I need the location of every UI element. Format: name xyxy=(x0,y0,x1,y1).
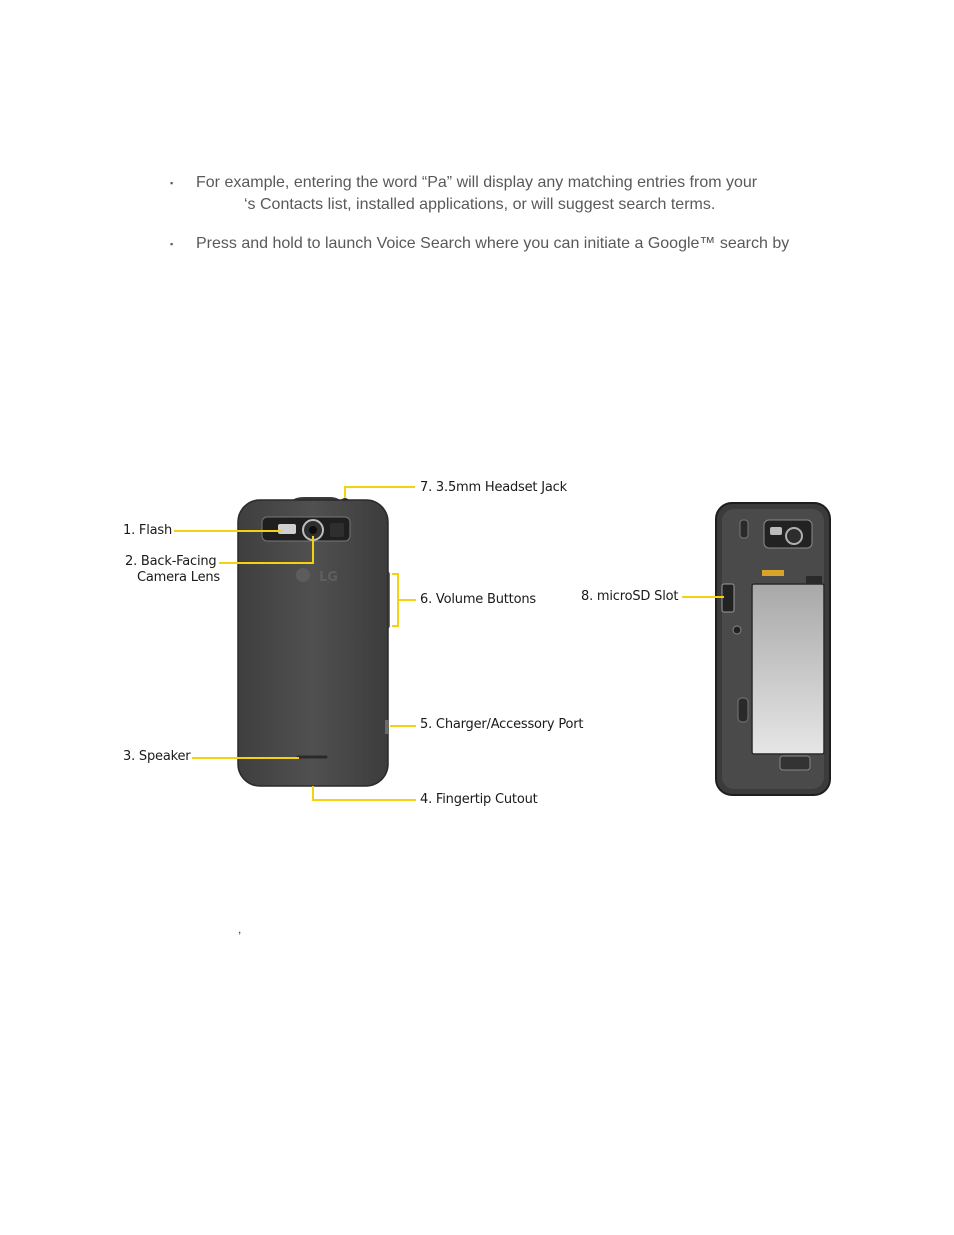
flash-icon xyxy=(278,524,296,534)
callout-camera-line-2: Camera Lens xyxy=(137,570,220,585)
callout-camera-line-1: 2. Back-Facing xyxy=(125,554,217,569)
lg-logo-icon xyxy=(296,568,310,582)
callout-line-fingertip xyxy=(312,786,416,801)
bullet-1-line-1: For example, entering the word “Pa” will… xyxy=(196,174,758,191)
battery-compartment xyxy=(751,583,825,755)
charger-port-icon xyxy=(385,720,389,734)
callout-lines xyxy=(174,486,724,801)
lg-logo-text: LG xyxy=(319,570,338,585)
callout-line-volume-bracket xyxy=(392,573,399,627)
callout-fingertip-cutout: 4. Fingertip Cutout xyxy=(420,792,538,807)
callout-speaker: 3. Speaker xyxy=(123,749,191,764)
phone-open-view xyxy=(715,502,831,796)
bullet-1-line-2: ‘s Contacts list, installed applications… xyxy=(244,196,716,213)
callout-volume-buttons: 6. Volume Buttons xyxy=(420,592,536,607)
callout-flash: 1. Flash xyxy=(123,523,173,538)
stray-mark: , xyxy=(238,922,242,936)
callout-line-camera xyxy=(219,536,314,564)
callout-microsd-slot: 8. microSD Slot xyxy=(581,589,679,604)
bullet-marker: ▪ xyxy=(170,239,174,249)
callout-line-headset xyxy=(344,486,415,498)
bullet-2-line-1: Press and hold to launch Voice Search wh… xyxy=(196,235,790,252)
callout-headset-jack: 7. 3.5mm Headset Jack xyxy=(420,480,567,495)
callout-charger-port: 5. Charger/Accessory Port xyxy=(420,717,584,732)
bullet-marker: ▪ xyxy=(170,178,174,188)
